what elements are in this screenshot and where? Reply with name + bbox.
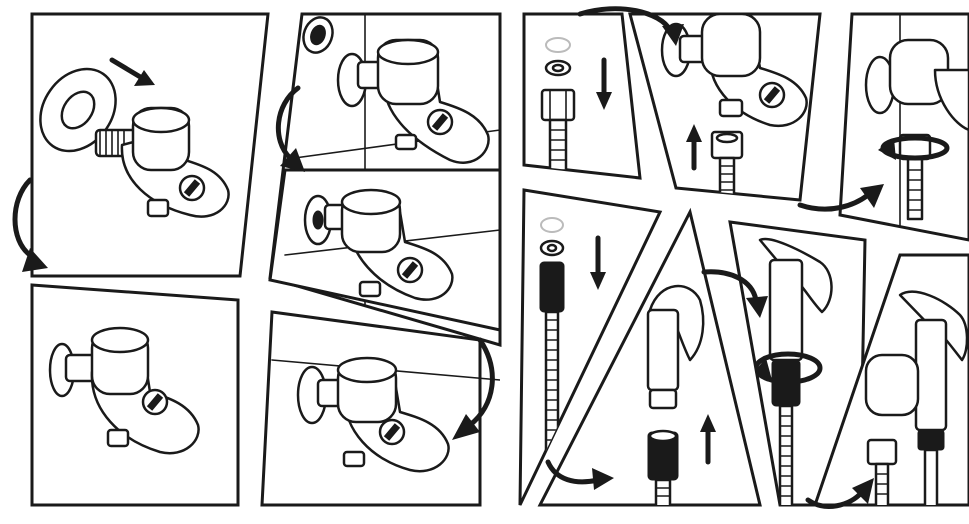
- step-tighten-hose-nut: [838, 12, 969, 242]
- flow-arrow-icon: [805, 478, 874, 509]
- flow-arrow-icon: [701, 269, 768, 318]
- angle-valve-icon: [296, 356, 450, 473]
- direction-arrow-icon: [109, 57, 155, 86]
- step-seat-valve-against-wall: [268, 168, 502, 332]
- step-valve-assembled: [30, 283, 240, 507]
- flow-arrow-icon: [797, 184, 884, 212]
- rotation-arrow-icon: [878, 135, 950, 161]
- up-arrow-icon: [700, 414, 716, 465]
- up-arrow-icon: [686, 124, 702, 171]
- step-attach-flange-to-valve: [30, 12, 270, 278]
- flow-arrow-icon: [452, 337, 495, 440]
- angle-valve-icon: [48, 326, 200, 455]
- washer-icon: [539, 217, 565, 257]
- step-connect-hose-to-sprayer: [537, 207, 762, 507]
- wall-pipe-icon: [302, 16, 334, 54]
- angle-valve-icon: [660, 14, 808, 128]
- hose-nut-icon: [710, 130, 744, 200]
- angle-valve-icon: [303, 188, 454, 301]
- rotation-arrow-icon: [753, 351, 823, 385]
- flow-arrow-icon: [545, 459, 614, 490]
- flow-arrow-icon: [275, 85, 305, 172]
- hose-nut-icon: [647, 429, 679, 505]
- flow-arrow-icon: [577, 6, 684, 46]
- bidet-sprayer-icon: [646, 284, 705, 410]
- step-connect-hose-to-valve: [628, 12, 822, 202]
- hose-nut-icon: [540, 88, 576, 178]
- down-arrow-icon: [596, 57, 612, 110]
- step-valve-installed: [260, 310, 500, 507]
- step-complete-assembly: [812, 253, 969, 507]
- down-arrow-icon: [590, 235, 606, 290]
- angle-valve-icon: [336, 38, 490, 164]
- flow-arrow-icon: [12, 177, 48, 272]
- angle-valve-icon: [864, 353, 920, 505]
- angle-valve-icon: [864, 38, 969, 221]
- angle-valve-icon: [94, 106, 230, 218]
- step-tighten-sprayer-nut: [728, 220, 867, 507]
- washer-icon: [544, 37, 572, 77]
- step-insert-washer-into-hose-nut: [522, 12, 642, 180]
- bidet-sprayer-icon: [898, 290, 969, 505]
